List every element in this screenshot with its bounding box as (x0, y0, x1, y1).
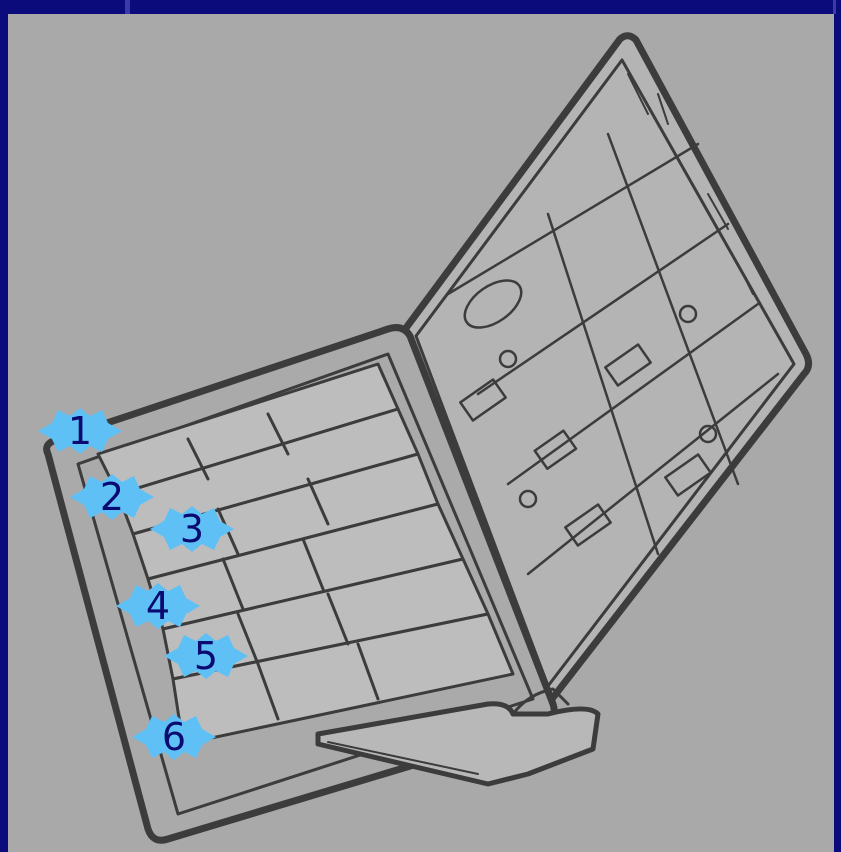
callout-number: 6 (132, 714, 216, 760)
callout-number: 5 (164, 633, 248, 679)
callout-number: 4 (116, 583, 200, 629)
callout-2: 2 (70, 474, 154, 520)
callout-number: 2 (70, 474, 154, 520)
frame-divider (125, 0, 130, 14)
callout-number: 3 (150, 506, 234, 552)
callout-3: 3 (150, 506, 234, 552)
callout-4: 4 (116, 583, 200, 629)
callout-6: 6 (132, 714, 216, 760)
callout-5: 5 (164, 633, 248, 679)
callout-1: 1 (38, 408, 122, 454)
frame-divider-right (833, 0, 836, 14)
callout-number: 1 (38, 408, 122, 454)
